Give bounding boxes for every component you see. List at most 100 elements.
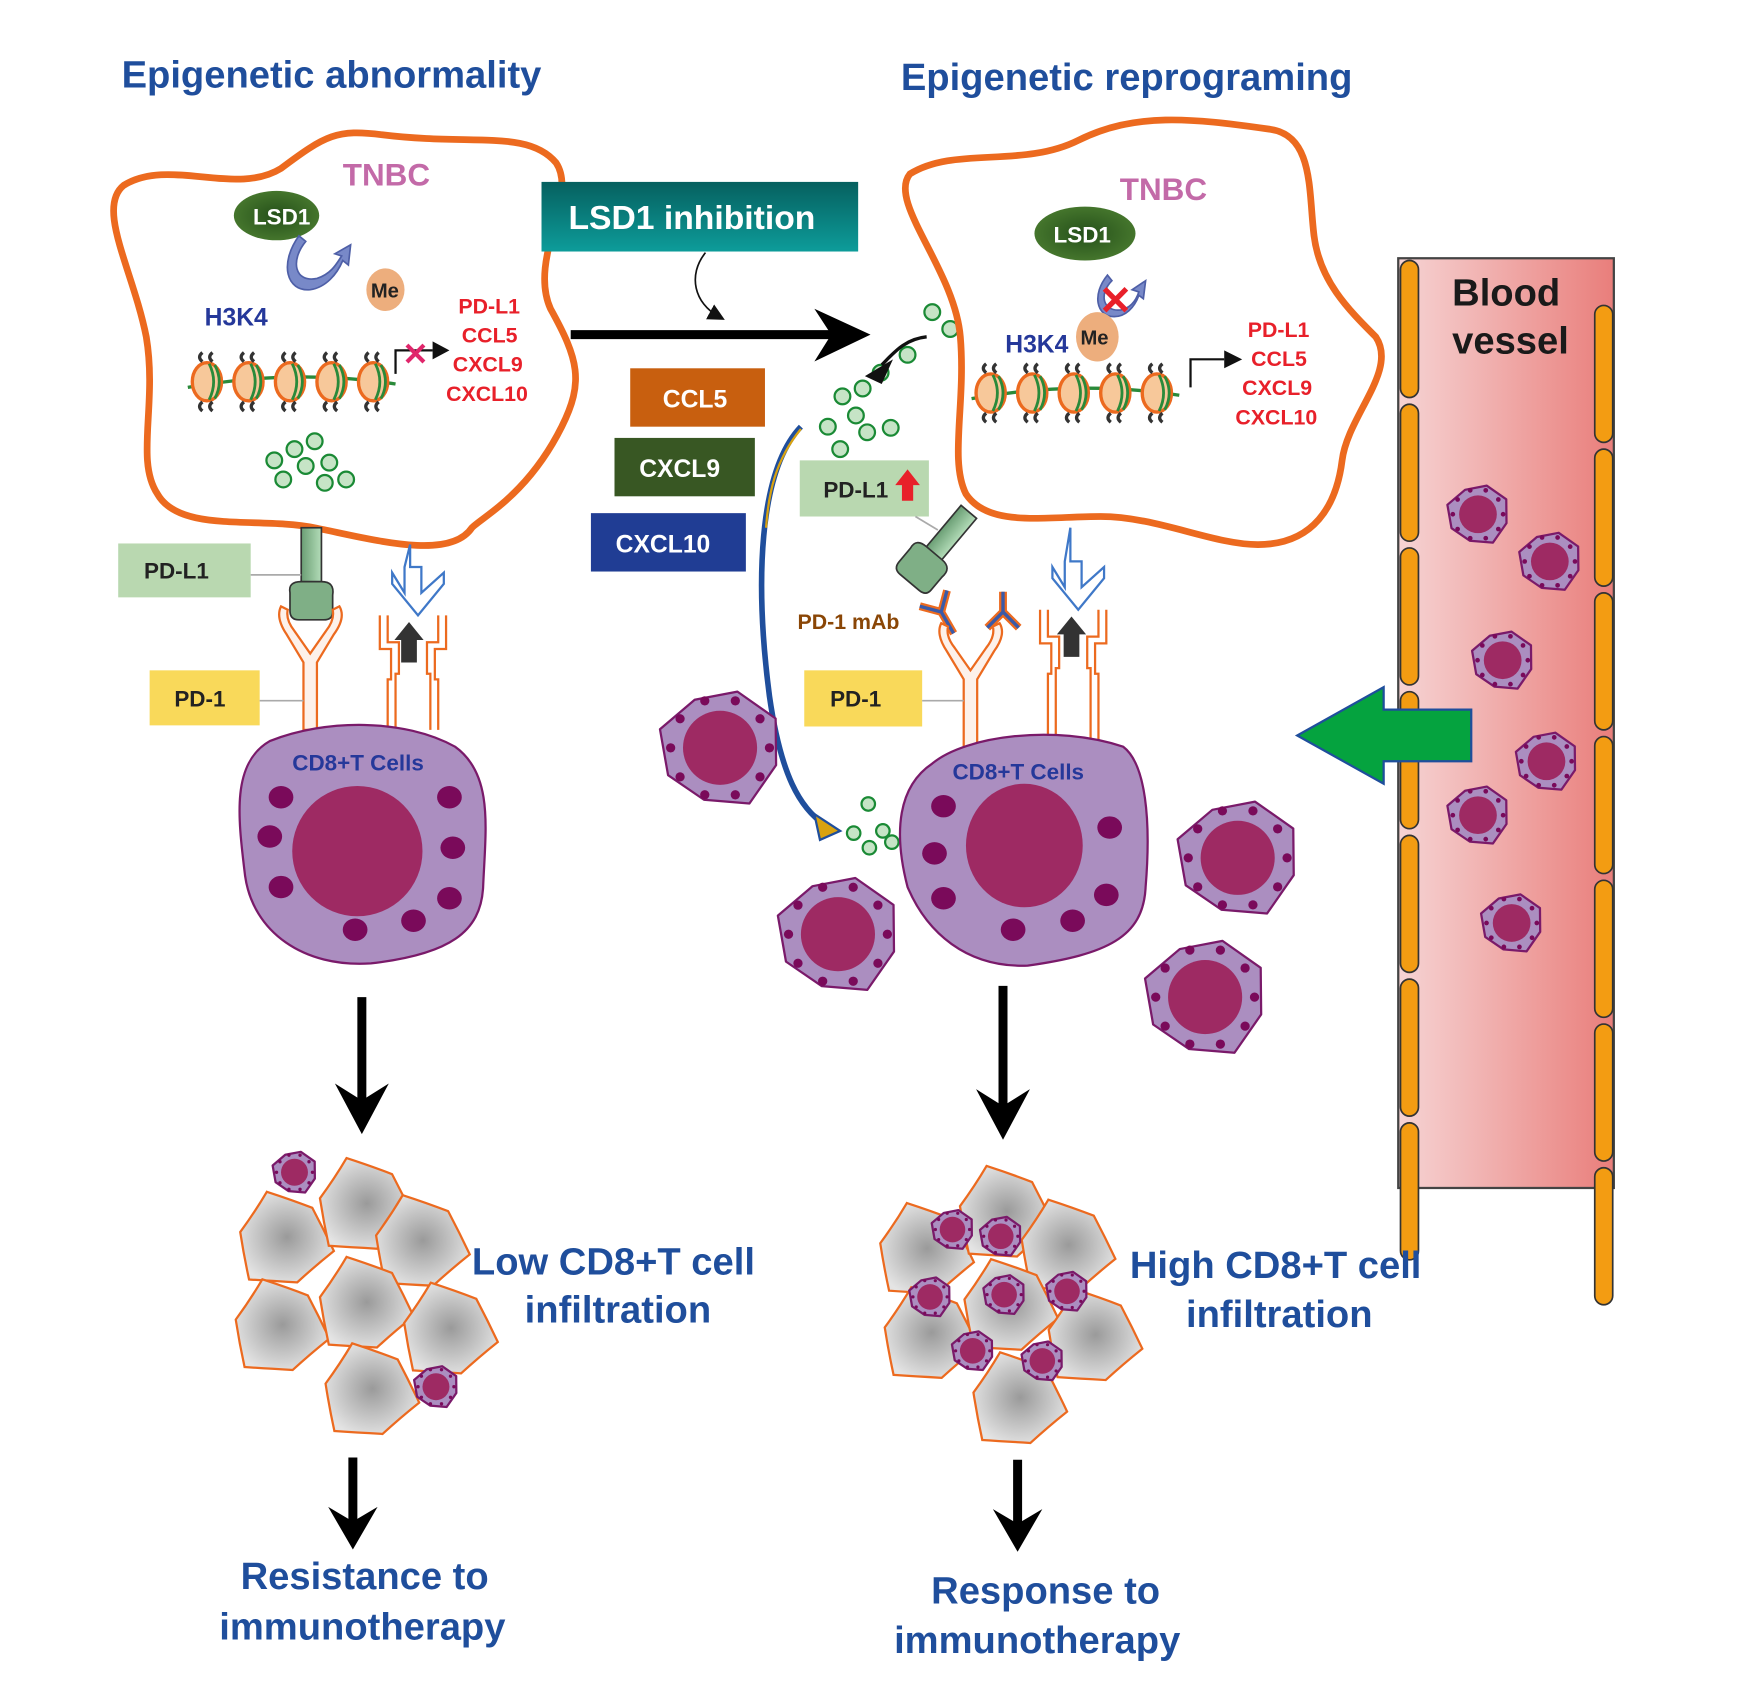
- circulating-t-cell: [1446, 484, 1508, 544]
- left-gene-cxcl9: CXCL9: [453, 353, 523, 377]
- infiltrating-t-cell: [908, 1276, 951, 1318]
- lsd1-inhibition-label: LSD1 inhibition: [568, 200, 815, 237]
- endothelial-cell: [1593, 1166, 1614, 1306]
- right-panel-title: Epigenetic reprograming: [901, 56, 1353, 99]
- right-down-arrowhead-1: [976, 1089, 1030, 1140]
- left-pd1-label-box: [149, 670, 260, 726]
- right-pd1-label: PD-1: [830, 686, 881, 711]
- right-transcription-arrowhead: [1224, 350, 1243, 369]
- cxcl9-box: [614, 437, 755, 497]
- infiltrating-t-cell: [982, 1274, 1025, 1316]
- chemokine-vesicle: [833, 387, 852, 406]
- right-gene-cxcl10: CXCL10: [1235, 405, 1317, 429]
- left-h3k4-label: H3K4: [205, 305, 268, 332]
- chemokine-vesicle: [337, 470, 356, 489]
- nucleosome: [273, 351, 307, 413]
- histone-tail-icon: [281, 351, 297, 413]
- right-cd8-t-cell: CD8+T Cells: [898, 733, 1149, 967]
- histone-tail-icon: [322, 351, 339, 413]
- infiltrating-t-cell: [1045, 1270, 1088, 1312]
- left-chemokine-vesicles: [265, 432, 356, 492]
- chemokine-vesicle: [305, 432, 324, 451]
- tumor-cell: [1047, 1288, 1144, 1382]
- chemokine-vesicle: [831, 440, 850, 459]
- right-methyl-group: [1075, 312, 1119, 362]
- left-tnbc-cell: TNBC LSD1 Me H3K4 ✕ PD-L1 CCL5 CXCL9 CXC…: [110, 129, 579, 549]
- right-tcell-label: CD8+T Cells: [952, 759, 1084, 784]
- circulating-t-cell: [1446, 785, 1508, 845]
- recruited-t-cell: [658, 690, 778, 805]
- left-transcription-start-arrow: [394, 349, 433, 374]
- histone-tail-icon: [1106, 362, 1123, 424]
- histone-tail-icon: [981, 362, 998, 424]
- chemokine-vesicle: [845, 825, 862, 842]
- left-tumor-mass: [234, 1150, 500, 1436]
- left-panel-title: Epigenetic abnormality: [122, 54, 543, 97]
- right-pd1-receptor: [938, 621, 1004, 748]
- secreted-chemokine-vesicles: [818, 303, 960, 856]
- right-transcription-start-arrow: [1189, 358, 1225, 388]
- right-gene-cxcl9: CXCL9: [1242, 376, 1312, 400]
- tumor-cell: [239, 1190, 336, 1284]
- left-methyl-label: Me: [371, 281, 399, 303]
- endothelial-cell: [1399, 978, 1420, 1117]
- infiltrating-t-cell: [978, 1215, 1022, 1257]
- endothelial-cell: [1593, 304, 1614, 444]
- left-blocked-x-icon: ✕: [402, 337, 428, 372]
- right-gene-ccl5: CCL5: [1251, 347, 1307, 371]
- chemokine-vesicle: [274, 470, 293, 489]
- endothelial-cell: [1593, 879, 1614, 1019]
- chemokine-vesicle: [898, 345, 917, 364]
- right-pdl1-protein: [895, 504, 978, 594]
- tumor-cell: [234, 1278, 331, 1372]
- chemokine-vesicle: [296, 457, 315, 475]
- right-tumor-mass: [879, 1164, 1144, 1445]
- secretion-arrow: [880, 335, 927, 367]
- pd1-antibody-2: [984, 591, 1022, 631]
- blood-vessel-label-line1: Blood: [1452, 271, 1560, 314]
- left-therapy-line1: Resistance to: [241, 1555, 489, 1598]
- secretion-arrowhead: [864, 359, 893, 385]
- left-pdl1-label: PD-L1: [144, 558, 209, 583]
- chemokine-vesicle: [320, 453, 339, 472]
- right-tumor-membrane: [901, 116, 1385, 548]
- histone-tail-icon: [197, 351, 214, 413]
- right-tnbc-label: TNBC: [1120, 172, 1207, 207]
- chemokine-vesicle: [846, 406, 865, 425]
- left-pdl1-protein: [288, 526, 334, 621]
- left-gene-cxcl10: CXCL10: [446, 382, 528, 406]
- left-lsd1-label: LSD1: [253, 205, 310, 230]
- endothelial-cell: [1593, 735, 1614, 875]
- nucleosome: [356, 351, 390, 413]
- extravasation-arrow: [1294, 685, 1473, 786]
- endothelial-cell: [1399, 547, 1420, 686]
- left-tcell-label: CD8+T Cells: [292, 750, 424, 775]
- circulating-t-cell: [1470, 630, 1533, 690]
- chemokine-vesicle: [285, 440, 304, 459]
- left-infiltration-line1: Low CD8+T cell: [472, 1240, 755, 1283]
- infiltrating-t-cell: [1020, 1340, 1063, 1382]
- left-infiltration-line2: infiltration: [525, 1289, 712, 1332]
- nucleosome: [1057, 362, 1091, 424]
- right-demethylation-arrow-icon: [1097, 273, 1147, 318]
- right-therapy-line1: Response to: [931, 1569, 1160, 1612]
- right-tcr-mhc-complex: [1038, 527, 1108, 742]
- right-methyl-label: Me: [1080, 328, 1108, 350]
- endothelial-cell: [1593, 1023, 1614, 1162]
- endothelial-cell: [1399, 834, 1420, 974]
- nucleosome: [1099, 362, 1132, 424]
- right-pd1-label-box: [804, 670, 923, 727]
- right-pdl1-label: PD-L1: [823, 477, 888, 502]
- infiltrating-t-cell: [930, 1208, 973, 1250]
- right-tcr-activation-arrow-icon: [1056, 616, 1087, 657]
- circulating-t-cells: [1446, 484, 1580, 953]
- left-tnbc-label: TNBC: [343, 157, 430, 192]
- histone-tail-icon: [1064, 362, 1081, 424]
- infiltrating-t-cell: [950, 1330, 994, 1372]
- left-transcription-arrowhead: [432, 341, 450, 360]
- right-tnbc-cell: TNBC LSD1 ✕ Me H3K4 PD-L1 CCL5 CXCL9 CXC…: [901, 116, 1385, 548]
- left-therapy-line2: immunotherapy: [219, 1605, 506, 1648]
- right-nucleosome-chain: [971, 362, 1180, 424]
- right-gene-pdl1: PD-L1: [1248, 318, 1310, 342]
